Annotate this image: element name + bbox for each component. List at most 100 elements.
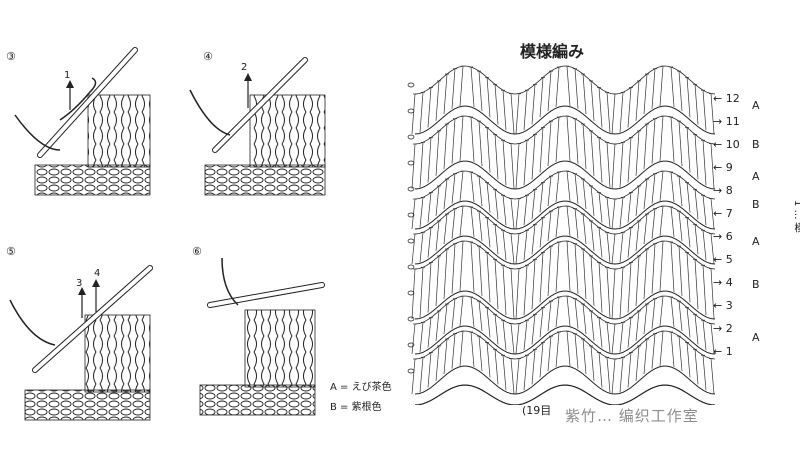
stitch-mark <box>547 336 552 372</box>
wave-line <box>414 240 716 270</box>
stitch-mark <box>598 317 603 348</box>
stitch-mark <box>419 267 424 318</box>
stitch-mark <box>606 322 611 353</box>
stitch-mark <box>531 259 536 310</box>
stitch-mark <box>547 121 552 167</box>
stitch-mark <box>686 342 691 378</box>
foundation-chain <box>414 384 716 405</box>
stitch-mark <box>606 197 611 228</box>
stitch-mark <box>478 176 483 207</box>
wave-line <box>414 290 716 320</box>
stitch-mark <box>710 143 715 189</box>
stitch-mark <box>659 331 664 367</box>
stitch-mark <box>606 92 611 133</box>
stitch-mark <box>547 71 552 112</box>
stitch-mark <box>566 206 571 237</box>
stitch-mark <box>523 265 528 316</box>
stitch-mark <box>574 243 579 294</box>
stitch-mark <box>523 195 528 226</box>
stitch-mark <box>635 130 640 176</box>
group-letter-A: A <box>752 234 760 248</box>
stitch-mark <box>606 142 611 188</box>
group-letter-B: B <box>752 278 760 292</box>
stitch-mark <box>515 233 520 264</box>
stitch-mark <box>694 84 699 125</box>
step-6-illustration <box>199 257 325 416</box>
stitch-mark <box>582 248 587 300</box>
stitch-mark <box>515 93 520 134</box>
stitch-mark <box>470 206 475 238</box>
stitch-mark <box>611 233 616 265</box>
stitch-mark <box>659 206 664 237</box>
stitch-mark <box>606 357 611 393</box>
stitch-mark <box>643 303 648 335</box>
stitch-mark <box>651 208 656 239</box>
stitch-mark <box>619 197 624 228</box>
stitch-mark <box>510 233 515 264</box>
stitch-mark <box>531 134 536 180</box>
stitch-mark <box>539 252 544 303</box>
row-label-11: → 11 <box>713 115 740 128</box>
stitch-mark <box>443 338 448 375</box>
stitch-mark <box>694 189 699 220</box>
stitch-mark <box>643 248 648 300</box>
stitch-mark <box>443 248 448 300</box>
stitch-mark <box>566 331 571 367</box>
stitch-mark <box>486 252 491 303</box>
stitch-mark <box>651 68 656 109</box>
stitch-mark <box>590 185 595 216</box>
stitch-mark <box>531 84 536 125</box>
arrow-label-3: 3 <box>76 278 83 289</box>
stitch-mark <box>670 66 675 108</box>
arrow-label-4: 4 <box>94 268 101 279</box>
stitch-mark <box>523 140 528 186</box>
stitch-mark <box>574 298 579 329</box>
stitch-mark <box>510 143 515 189</box>
wave-line <box>414 115 716 145</box>
stitch-mark <box>435 220 440 251</box>
stitch-mark <box>478 121 483 167</box>
stitch-mark <box>702 265 707 316</box>
row-label-12: ← 12 <box>713 92 740 105</box>
wave-line <box>414 170 716 200</box>
stitch-mark <box>451 298 456 329</box>
stitch-mark <box>435 80 440 121</box>
stitch-mark <box>459 241 464 292</box>
stitch-mark <box>411 358 416 395</box>
stitch-mark <box>470 116 475 163</box>
stitch-mark <box>590 310 595 341</box>
stitch-mark <box>611 323 616 355</box>
stitch-mark <box>435 345 440 381</box>
arrow-label-2: 2 <box>241 62 248 73</box>
stitch-mark <box>470 331 475 368</box>
stitch-mark <box>427 192 432 223</box>
stitch-mark <box>523 320 528 351</box>
stitch-mark <box>486 342 491 378</box>
crochet-chart <box>407 65 716 405</box>
stitch-mark <box>635 80 640 121</box>
stitch-mark <box>411 233 416 265</box>
stitch-mark <box>627 87 632 128</box>
stitch-mark <box>451 243 456 294</box>
stitch-mark <box>611 198 616 230</box>
stitch-mark <box>710 358 715 394</box>
stitch-mark <box>443 303 448 335</box>
row-label-1: ← 1 <box>713 345 733 358</box>
stitch-mark <box>678 301 683 332</box>
row-labels: ← 12→ 11← 10← 9→ 8← 7→ 6← 5→ 4← 3→ 2← 1 <box>705 92 765 372</box>
stitch-mark <box>539 217 544 248</box>
stitch-mark <box>651 333 656 369</box>
stitch-mark <box>670 241 675 293</box>
stitch-mark <box>678 246 683 297</box>
wave-line <box>414 295 716 325</box>
stitch-mark <box>539 182 544 213</box>
stitch-mark <box>659 66 664 107</box>
stitch-mark <box>539 127 544 173</box>
stitch-mark <box>670 116 675 163</box>
stitch-mark <box>678 121 683 167</box>
stitch-mark <box>582 123 587 170</box>
stitch-mark <box>555 206 560 238</box>
stitch-mark <box>686 182 691 213</box>
stitch-mark <box>611 93 616 135</box>
stitch-mark <box>523 230 528 261</box>
